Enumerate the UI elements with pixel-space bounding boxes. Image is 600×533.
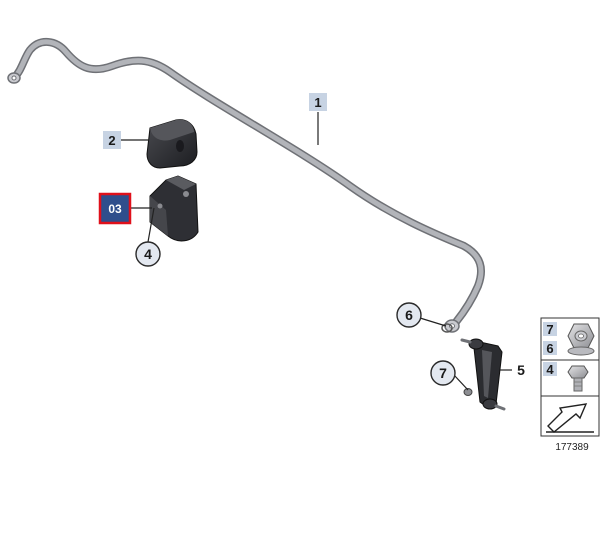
nut-small: [463, 388, 473, 396]
nut-icon: [567, 323, 595, 356]
callout-2[interactable]: 2: [103, 131, 121, 149]
stabilizer-bar[interactable]: [7, 38, 485, 333]
bolt-icon: [567, 365, 589, 392]
callout-1[interactable]: 1: [309, 93, 327, 111]
callout-1-label: 1: [314, 95, 321, 110]
legend-label-6: 6: [546, 341, 553, 356]
link-rod[interactable]: [460, 338, 506, 411]
legend-panel: 7 6 4: [540, 317, 600, 437]
callout-7-label: 7: [439, 365, 447, 381]
legend-label-4: 4: [546, 362, 554, 377]
rubber-mounting[interactable]: [146, 119, 198, 169]
stabilizer-bracket[interactable]: [149, 175, 199, 242]
callout-03-selected[interactable]: 03: [98, 192, 132, 225]
callout-4[interactable]: 4: [135, 241, 161, 267]
callout-5[interactable]: 5: [517, 362, 525, 378]
callout-03-label: 03: [108, 202, 122, 216]
callout-5-label: 5: [517, 362, 525, 378]
callout-4-label: 4: [144, 246, 152, 262]
diagram-id: 177389: [555, 442, 589, 453]
callout-2-label: 2: [108, 133, 115, 148]
leader-lines: [121, 112, 512, 391]
orientation-arrow-icon: [546, 403, 594, 433]
legend-label-7: 7: [546, 322, 553, 337]
callout-6[interactable]: 6: [396, 302, 422, 328]
callout-7[interactable]: 7: [430, 360, 456, 386]
washer: [441, 323, 453, 333]
callout-6-label: 6: [405, 307, 413, 323]
